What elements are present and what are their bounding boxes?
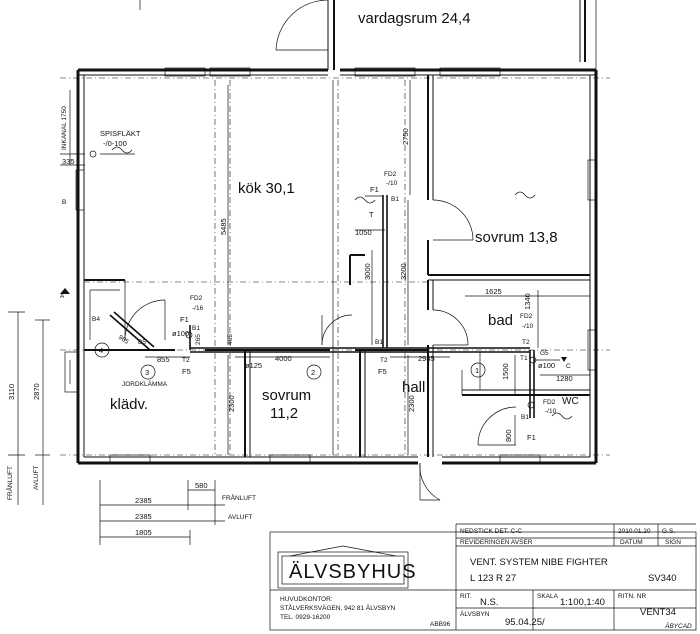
outer-walls (76, 68, 598, 465)
grid-lines (60, 77, 610, 456)
ventilation-ducts (109, 195, 560, 418)
upper-living-room-walls (139, 0, 597, 70)
circle-markers (94, 342, 486, 380)
dimension-lines (8, 80, 590, 545)
terminals (60, 146, 573, 420)
windows (75, 67, 597, 464)
doors (64, 199, 517, 501)
interior-walls (84, 75, 590, 457)
title-block-frame (269, 523, 697, 631)
